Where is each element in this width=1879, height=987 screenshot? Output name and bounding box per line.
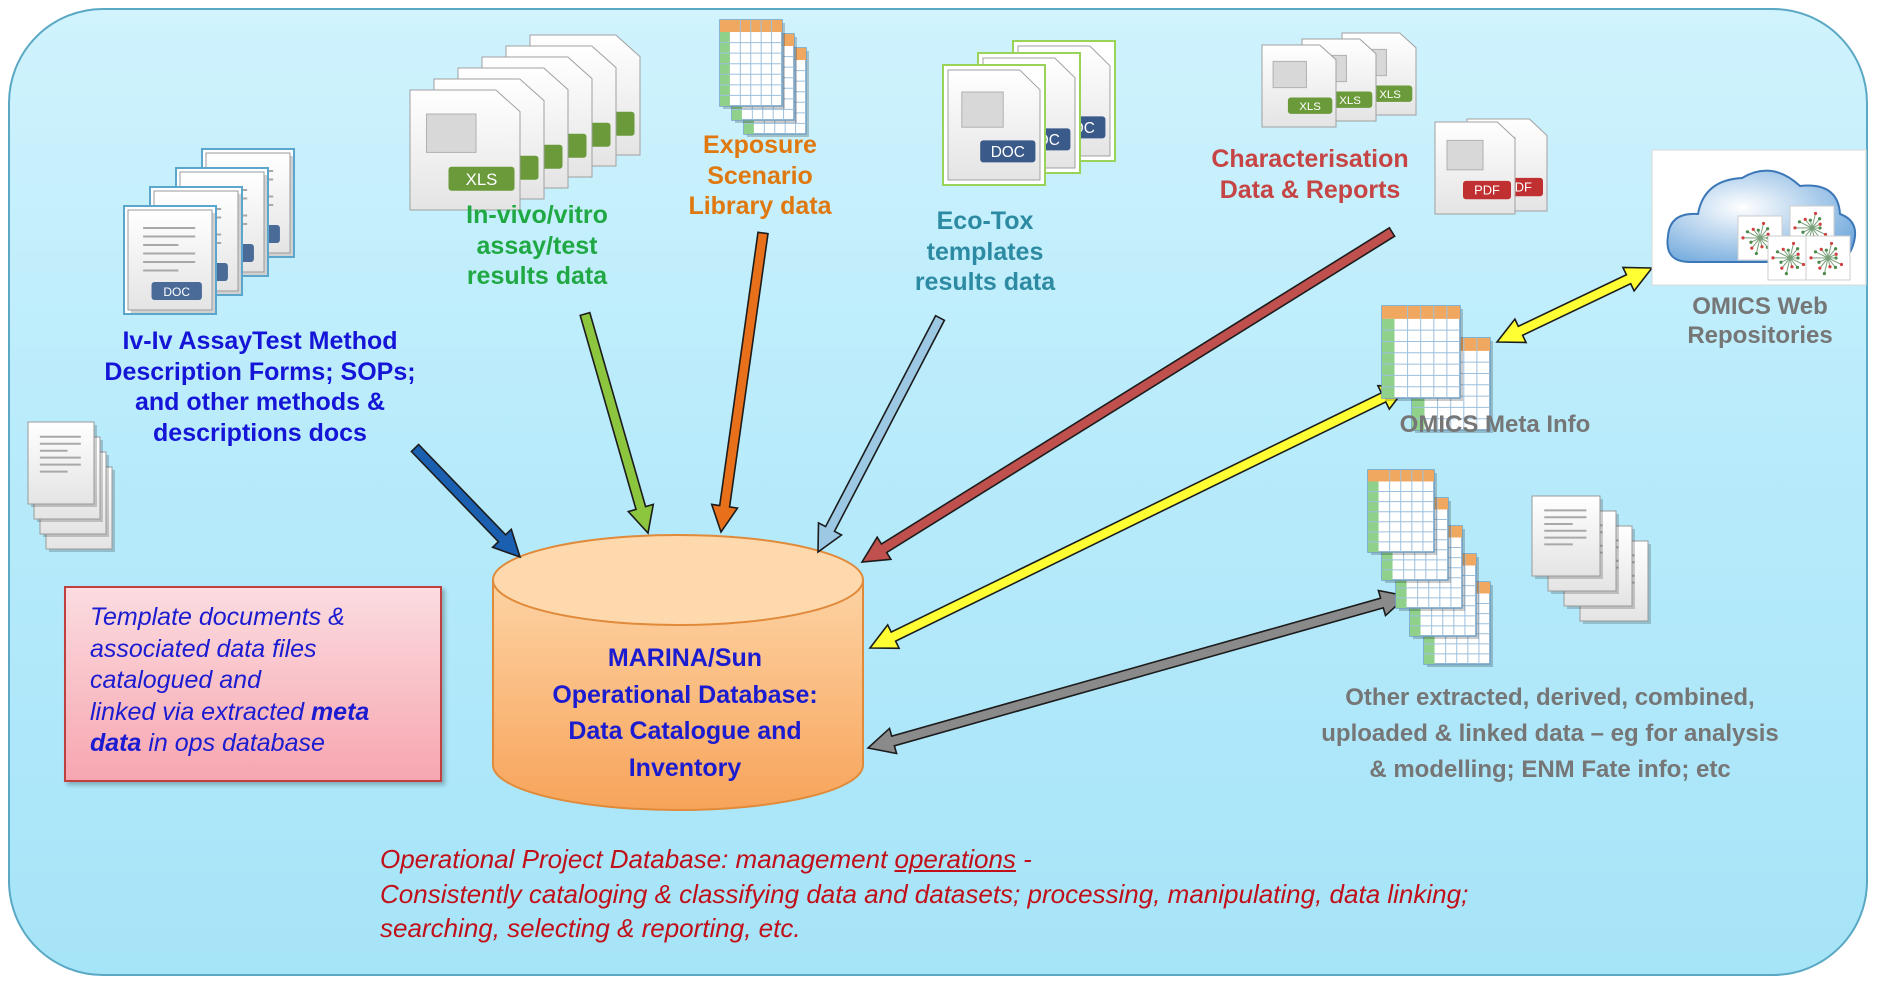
database-label-line: Data Catalogue and <box>568 717 802 745</box>
characterisation-label-line: Characterisation <box>1211 145 1409 173</box>
arrow-ecotox-to-db <box>817 314 946 554</box>
note-line: Template documents & <box>90 603 345 631</box>
characterisation-label-line: Data & Reports <box>1219 175 1401 204</box>
invivo-label: In-vivo/vitro assay/test results data <box>422 200 652 292</box>
ecotox-label-line: results data <box>914 268 1056 296</box>
other-data-label: Other extracted, derived, combined, uplo… <box>1270 680 1830 788</box>
doc-stack-other-data-icon <box>1531 495 1651 624</box>
exposure-label-line: Library data <box>688 192 832 220</box>
note-line: linked via extracted meta <box>90 697 424 729</box>
methods-label: Iv-Iv AssayTest Method Description Forms… <box>60 326 460 448</box>
footer-line: Consistently cataloging & classifying da… <box>380 878 1469 909</box>
footer-text: - <box>1015 844 1032 874</box>
sheet-stack-other-data-icon <box>1367 469 1493 667</box>
note-line: data in ops database <box>90 728 424 760</box>
arrow-characterisation-to-db <box>860 226 1396 563</box>
database-cylinder-icon <box>492 534 864 811</box>
svg-text:XLS: XLS <box>466 170 498 189</box>
characterisation-label: Characterisation Data & Reports <box>1180 144 1440 205</box>
database-label-line: Operational Database: <box>552 680 818 709</box>
note-emphasis: data <box>90 729 142 757</box>
sheet-stack-omics-meta-icon <box>1381 305 1493 433</box>
arrow-omics-meta-link <box>868 384 1409 650</box>
template-note-box: Template documents & associated data fil… <box>64 586 442 782</box>
sheet-stack-exposure-icon <box>719 19 809 137</box>
invivo-label-line: In-vivo/vitro <box>466 201 608 229</box>
ecotox-label-line: templates <box>926 237 1044 266</box>
footer-description: Operational Project Database: management… <box>380 842 1800 946</box>
exposure-label: Exposure Scenario Library data <box>665 130 855 222</box>
arrow-methods-to-db <box>410 443 522 559</box>
note-line: catalogued and <box>90 666 261 694</box>
note-line: associated data files <box>90 634 317 663</box>
omics-meta-label: OMICS Meta Info <box>1399 411 1591 438</box>
doc-stack-ecotox-icon: DOCDOCDOC <box>942 40 1116 186</box>
methods-label-line: descriptions docs <box>153 418 367 447</box>
svg-text:DOC: DOC <box>163 285 190 299</box>
ecotox-label-line: Eco-Tox <box>936 207 1034 235</box>
background-panel <box>8 8 1868 976</box>
footer-text: Operational Project Database: management <box>380 844 895 874</box>
arrow-invivo-to-db <box>579 311 655 535</box>
note-emphasis: meta <box>310 697 370 726</box>
doc-stack-methods-icon: DOCDOCDOCDOC <box>123 148 295 315</box>
arrow-exposure-to-db <box>710 231 769 534</box>
doc-stack-small-icon <box>27 421 115 552</box>
database-label-line: MARINA/Sun <box>607 644 763 672</box>
note-text: in ops database <box>141 729 325 757</box>
svg-text:PDF: PDF <box>1474 183 1500 198</box>
footer-underlined: operations <box>894 844 1016 874</box>
svg-text:XLS: XLS <box>1379 89 1401 101</box>
omics-web-label-line: Repositories <box>1687 322 1833 350</box>
cloud-network-icon <box>1651 149 1867 286</box>
other-data-label-line: & modelling; ENM Fate info; etc <box>1369 756 1731 783</box>
note-text: linked via extracted <box>90 697 311 726</box>
invivo-label-line: results data <box>466 262 608 290</box>
database-label-line: Inventory <box>628 753 742 782</box>
invivo-label-line: assay/test <box>476 231 598 260</box>
other-data-label-line: uploaded & linked data – eg for analysis <box>1321 720 1779 747</box>
svg-text:XLS: XLS <box>1299 101 1321 113</box>
xls-stack-invivo-icon: XLSXLSXLSXLSXLSXLS <box>409 34 641 211</box>
exposure-label-line: Exposure <box>703 131 817 159</box>
other-data-label-line: Other extracted, derived, combined, <box>1345 684 1755 711</box>
arrow-omics-web-link <box>1495 266 1654 344</box>
database-label: MARINA/Sun Operational Database: Data Ca… <box>495 640 875 786</box>
footer-line: searching, selecting & reporting, etc. <box>380 913 801 944</box>
exposure-label-line: Scenario <box>707 161 813 190</box>
omics-web-label: OMICS Web Repositories <box>1640 292 1879 351</box>
footer-line: Operational Project Database: management… <box>380 842 1800 877</box>
svg-text:XLS: XLS <box>1339 95 1361 107</box>
methods-label-line: and other methods & <box>134 388 385 416</box>
xls-stack-characterisation-icon: XLS XLS XLS <box>1261 32 1417 128</box>
ecotox-label: Eco-Tox templates results data <box>880 206 1090 298</box>
methods-label-line: Iv-Iv AssayTest Method <box>122 327 398 355</box>
omics-web-label-line: OMICS Web <box>1692 293 1828 320</box>
methods-label-line: Description Forms; SOPs; <box>104 357 416 386</box>
svg-text:DOC: DOC <box>991 144 1025 161</box>
